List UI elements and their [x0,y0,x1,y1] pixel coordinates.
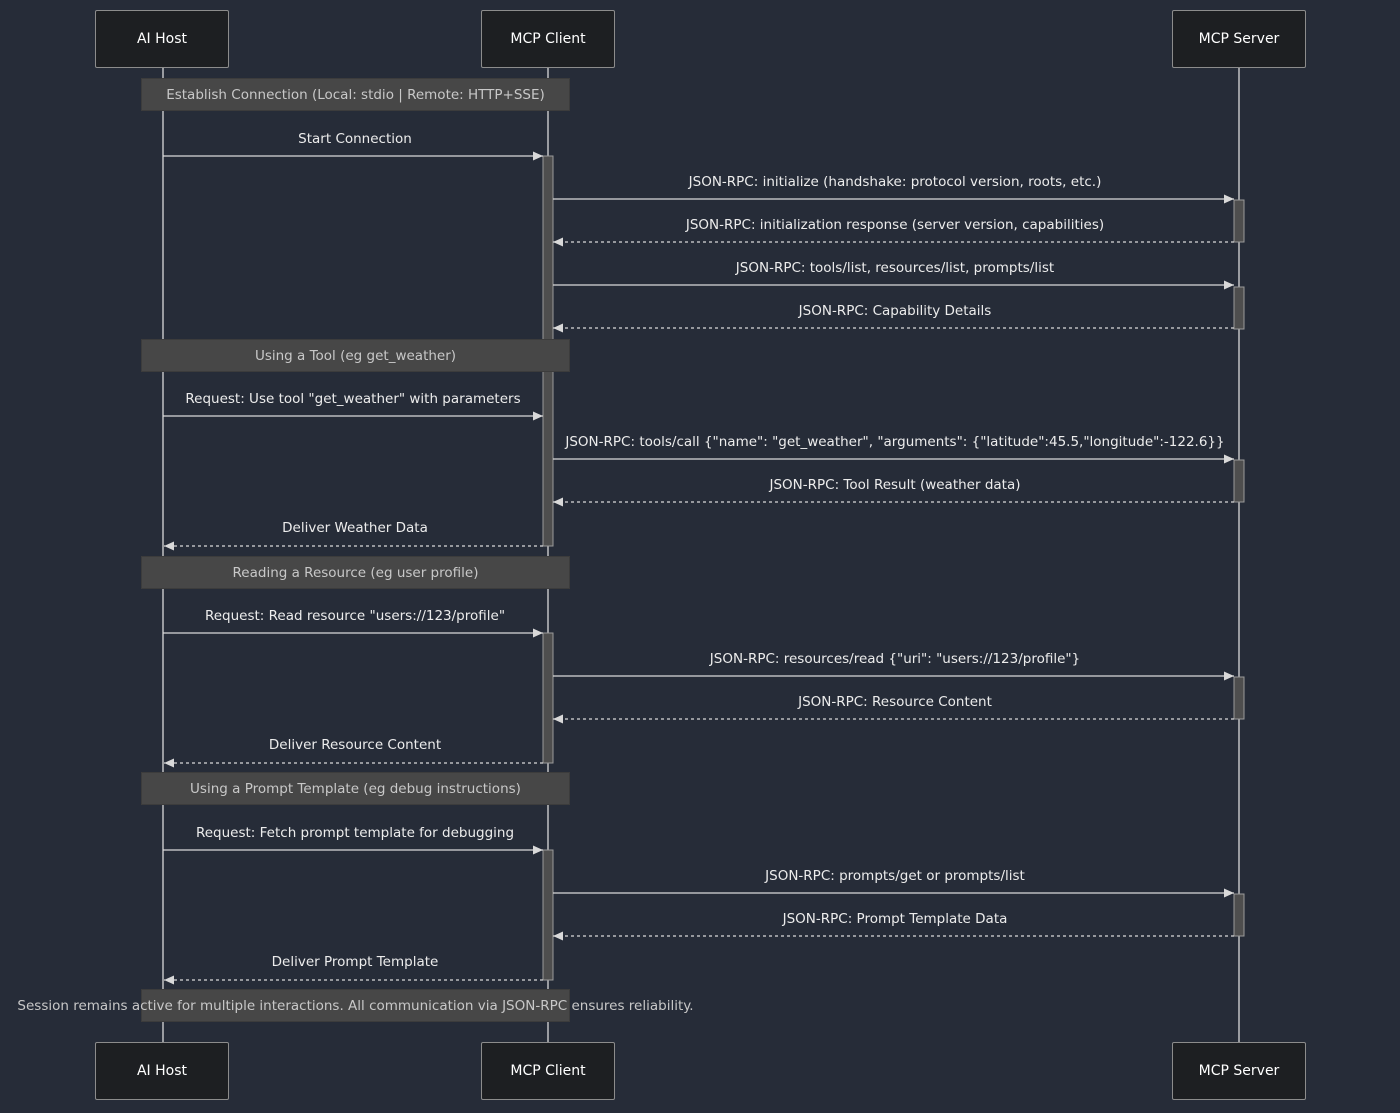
note-using-tool: Using a Tool (eg get_weather) [141,339,570,372]
actor-ai-host-top: AI Host [95,10,229,68]
message-label: Deliver Resource Content [268,737,442,753]
arrowhead [1224,280,1234,290]
arrowhead [1224,194,1234,204]
activation-bar [1233,199,1245,243]
message-label: Request: Fetch prompt template for debug… [195,825,515,841]
activation-bar [1233,459,1245,503]
message-label: JSON-RPC: resources/read {"uri": "users:… [709,651,1081,667]
arrowhead [533,411,543,421]
note-reading-resource: Reading a Resource (eg user profile) [141,556,570,589]
note-establish-connection: Establish Connection (Local: stdio | Rem… [141,78,570,111]
arrowhead [553,931,563,941]
note-session-active: Session remains active for multiple inte… [17,989,694,1022]
arrowhead [553,497,563,507]
note-prompt-template: Using a Prompt Template (eg debug instru… [141,772,570,805]
actor-mcp-client-top: MCP Client [481,10,615,68]
arrowhead [533,628,543,638]
message-label: Request: Use tool "get_weather" with par… [185,391,521,407]
message-label: Request: Read resource "users://123/prof… [204,608,506,624]
message-label: JSON-RPC: initialize (handshake: protoco… [688,174,1102,190]
arrowhead [533,845,543,855]
message-label: JSON-RPC: Prompt Template Data [782,911,1008,927]
message-label: Deliver Prompt Template [271,954,439,970]
arrowhead [1224,454,1234,464]
message-label: JSON-RPC: prompts/get or prompts/list [765,868,1025,884]
activation-bar [542,632,554,764]
activation-bar [1233,286,1245,330]
activation-bar [1233,676,1245,720]
arrowhead [553,323,563,333]
actor-mcp-client-bottom: MCP Client [481,1042,615,1100]
arrowhead [164,541,174,551]
arrowhead [533,151,543,161]
arrowhead [553,714,563,724]
activation-bar [542,849,554,981]
activation-bar [1233,893,1245,937]
message-label: JSON-RPC: tools/list, resources/list, pr… [735,260,1055,276]
actor-mcp-server-top: MCP Server [1172,10,1306,68]
message-label: Deliver Weather Data [282,520,428,536]
arrowhead [1224,888,1234,898]
message-label: JSON-RPC: initialization response (serve… [685,217,1105,233]
actor-ai-host-bottom: AI Host [95,1042,229,1100]
arrowhead [164,758,174,768]
arrowhead [1224,671,1234,681]
message-label: JSON-RPC: Tool Result (weather data) [769,477,1021,493]
message-label: JSON-RPC: tools/call {"name": "get_weath… [565,434,1225,450]
arrowhead [164,975,174,985]
message-label: JSON-RPC: Resource Content [798,694,992,710]
message-label: JSON-RPC: Capability Details [798,303,992,319]
message-label: Start Connection [298,131,412,147]
arrowhead [553,237,563,247]
actor-mcp-server-bottom: MCP Server [1172,1042,1306,1100]
